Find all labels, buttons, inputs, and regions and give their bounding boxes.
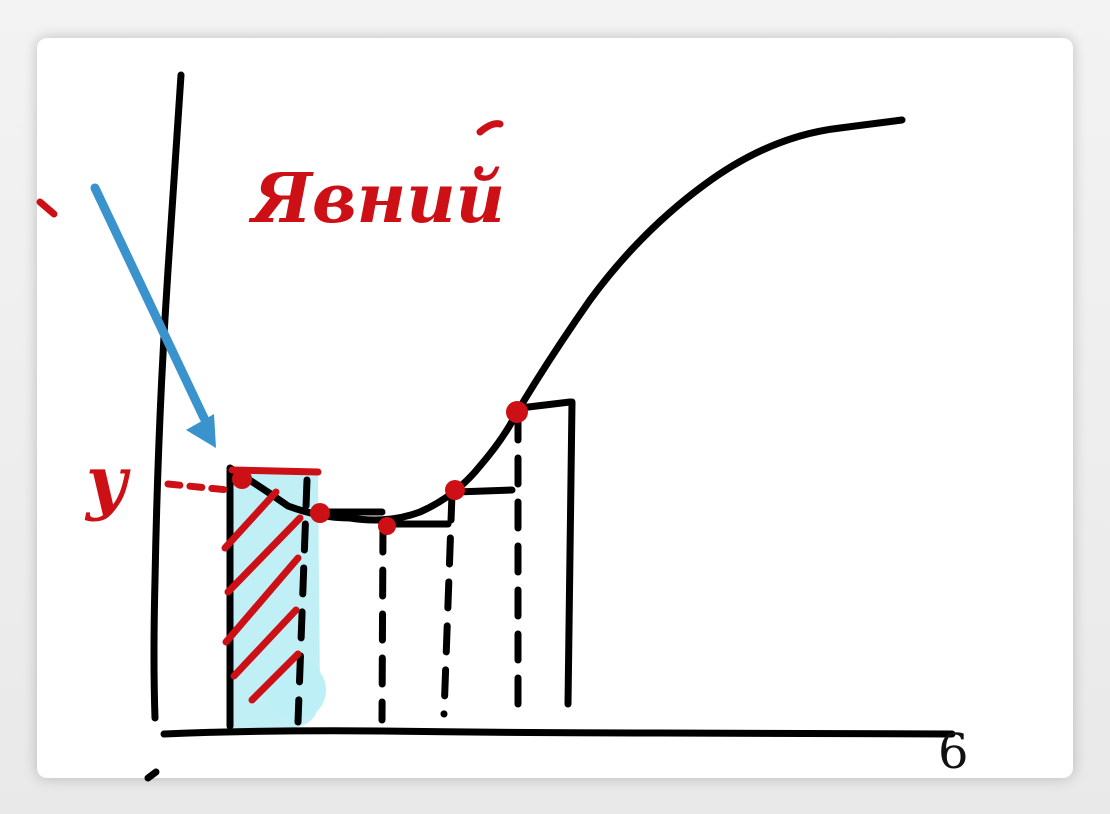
strip-3-right [440, 490, 456, 718]
strip-5-right [564, 398, 576, 708]
pointer-arrow-icon [90, 183, 216, 448]
strip-2-right [378, 522, 387, 724]
y-label: y [84, 440, 131, 523]
sample-point [506, 401, 528, 423]
y-level-dashed-line [164, 480, 232, 494]
edge-mark [36, 198, 58, 218]
x-axis [160, 727, 956, 738]
sample-point [310, 503, 330, 523]
sample-point [232, 469, 252, 489]
sample-points [232, 401, 528, 535]
red-hatching [221, 488, 304, 704]
strip-5-top [516, 398, 574, 412]
annotation-word: Явний [248, 159, 505, 239]
sample-point [378, 517, 396, 535]
strip-4-top [452, 486, 516, 496]
sample-point [445, 480, 465, 500]
annotation-breve [476, 120, 504, 136]
edge-mark [144, 768, 160, 782]
whiteboard-card [37, 38, 1073, 778]
strip-1-right [294, 476, 311, 726]
y-axis [150, 71, 185, 722]
x-end-label: 6 [938, 724, 969, 780]
